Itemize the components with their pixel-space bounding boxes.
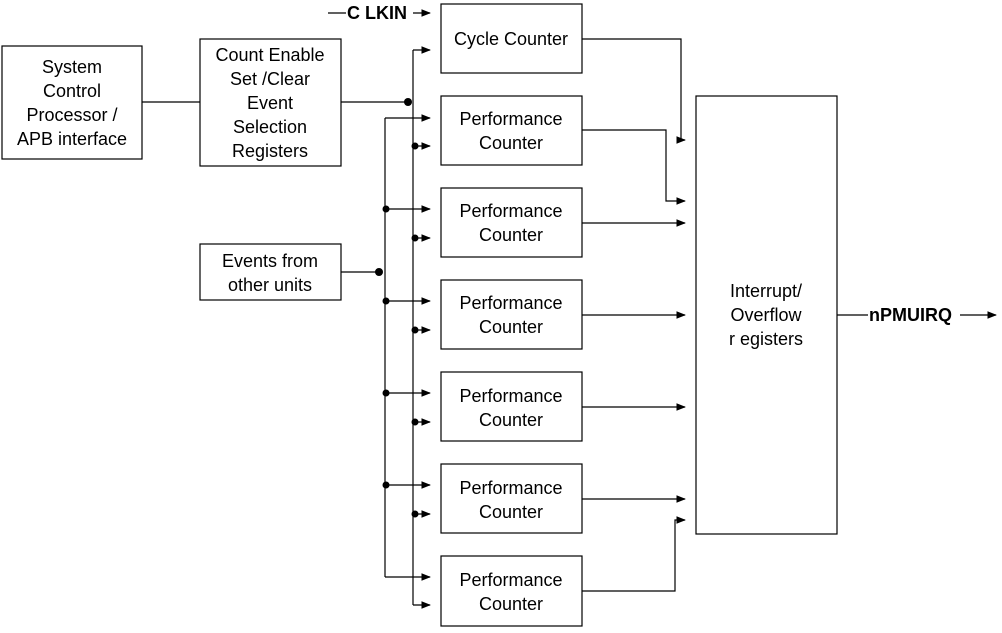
events-line-2: other units xyxy=(228,275,312,295)
interrupt-overflow-registers-box: Interrupt/ Overflow r egisters xyxy=(695,95,838,535)
performance-counter-3-line-1: Performance xyxy=(459,293,562,313)
interrupt-line-3: r egisters xyxy=(729,329,803,349)
performance-counter-4-line-1: Performance xyxy=(459,386,562,406)
performance-counter-1-line-2: Counter xyxy=(479,133,543,153)
cycle-counter-label: Cycle Counter xyxy=(454,29,568,49)
performance-counter-3: Performance Counter xyxy=(440,279,583,350)
cycle-counter-box: Cycle Counter xyxy=(440,3,583,74)
performance-counter-3-line-2: Counter xyxy=(479,317,543,337)
performance-counter-2-line-2: Counter xyxy=(479,225,543,245)
system-control-line-3: Processor / xyxy=(26,105,117,125)
clock-label: C LKIN xyxy=(347,3,407,23)
performance-counter-5-line-1: Performance xyxy=(459,478,562,498)
performance-counter-4-line-2: Counter xyxy=(479,410,543,430)
count-enable-line-3: Event xyxy=(247,93,293,113)
performance-counter-2-line-1: Performance xyxy=(459,201,562,221)
count-enable-line-4: Selection xyxy=(233,117,307,137)
system-control-box: System Control Processor / APB interface xyxy=(1,45,143,160)
count-enable-line-5: Registers xyxy=(232,141,308,161)
performance-counter-4: Performance Counter xyxy=(440,371,583,442)
performance-counter-2: Performance Counter xyxy=(440,187,583,258)
clock-input: C LKIN xyxy=(328,3,431,23)
system-control-line-2: Control xyxy=(43,81,101,101)
performance-counter-1: Performance Counter xyxy=(440,95,583,166)
performance-counter-1-line-1: Performance xyxy=(459,109,562,129)
system-control-line-4: APB interface xyxy=(17,129,127,149)
counter-input-arrows xyxy=(382,142,431,609)
interrupt-line-2: Overflow xyxy=(730,305,802,325)
count-enable-line-1: Count Enable xyxy=(215,45,324,65)
events-line-1: Events from xyxy=(222,251,318,271)
interrupt-line-1: Interrupt/ xyxy=(730,281,802,301)
counter-output-arrows xyxy=(582,38,686,592)
performance-counter-6-line-1: Performance xyxy=(459,570,562,590)
performance-counter-5: Performance Counter xyxy=(440,463,583,534)
system-control-line-1: System xyxy=(42,57,102,77)
events-from-other-units-box: Events from other units xyxy=(199,243,342,301)
performance-counter-6: Performance Counter xyxy=(440,555,583,627)
output-label: nPMUIRQ xyxy=(869,305,952,325)
irq-output: nPMUIRQ xyxy=(837,305,997,325)
events-wiring xyxy=(341,114,431,577)
performance-counter-6-line-2: Counter xyxy=(479,594,543,614)
count-enable-line-2: Set /Clear xyxy=(230,69,310,89)
count-enable-registers-box: Count Enable Set /Clear Event Selection … xyxy=(199,38,342,167)
performance-counter-5-line-2: Counter xyxy=(479,502,543,522)
